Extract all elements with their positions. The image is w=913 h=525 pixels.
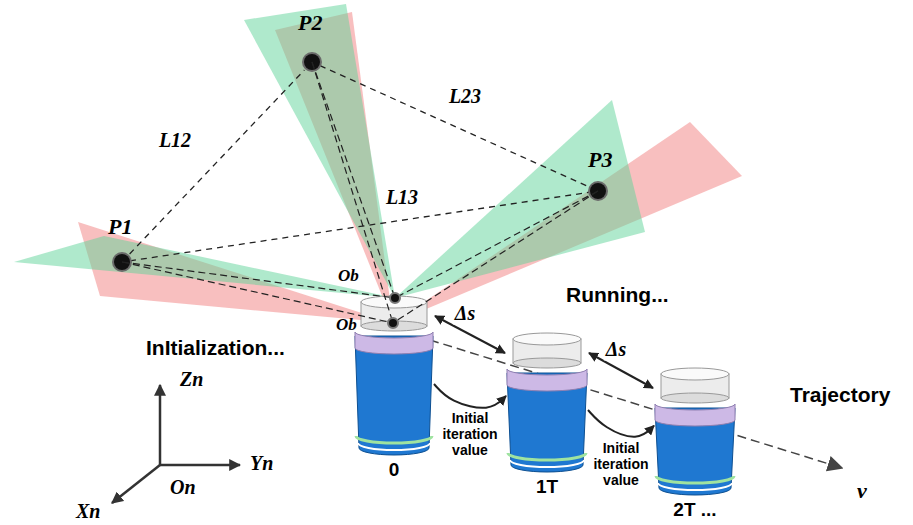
iteration-arrow [588, 410, 654, 437]
axis-label: On [170, 476, 196, 499]
cylinder-band [655, 404, 735, 426]
sight-line [312, 62, 395, 298]
distance-label: L23 [449, 84, 481, 107]
velocity-label: v [857, 478, 867, 504]
target-point: P2 [304, 54, 320, 70]
cylinder-ring [356, 436, 432, 443]
axis-label: Xn [76, 500, 100, 523]
device-node: 2T ... [655, 368, 735, 496]
cylinder-cap [661, 393, 729, 403]
time-label: 0 [355, 459, 433, 481]
cylinder-ring [656, 476, 734, 483]
sight-line [122, 262, 393, 323]
time-label: 1T [507, 476, 587, 498]
sight-line [312, 62, 393, 323]
device-node: 0 [355, 296, 433, 456]
distance-line [130, 70, 305, 254]
cylinder-cap [661, 368, 729, 380]
distance-label: L12 [159, 129, 191, 152]
distance-line [130, 192, 590, 261]
sight-line [122, 262, 395, 298]
iteration-label: Initial iteration value [588, 440, 654, 488]
axis-label: Yn [250, 452, 273, 475]
x-axis [112, 465, 160, 503]
point-label: P1 [108, 214, 132, 240]
iteration-label: Initial iteration value [436, 410, 504, 458]
distance-line [320, 66, 590, 188]
phase-label: Running... [566, 283, 669, 307]
sight-line [395, 191, 598, 298]
cylinder-ring [658, 483, 732, 490]
cylinder-band [355, 332, 433, 354]
cylinder-cap [513, 333, 581, 345]
time-label: 2T ... [655, 499, 735, 521]
axis-label: Zn [180, 368, 203, 391]
y-axis [160, 464, 240, 467]
target-point: P3 [590, 183, 606, 199]
step-label: Δs [453, 301, 477, 324]
view-cone-green [244, 4, 395, 298]
device-cylinder [355, 296, 433, 456]
z-axis [159, 385, 162, 465]
origin-label: Ob [338, 266, 359, 286]
cylinder-cap [361, 321, 427, 331]
iteration-arrow [434, 384, 506, 408]
step-label: Δs [604, 337, 628, 360]
cylinder-cap [361, 296, 427, 308]
cylinder-ring [508, 453, 586, 460]
phase-label: InItialization... [146, 336, 285, 360]
origin-dot [390, 293, 400, 303]
cylinder-cap [513, 358, 581, 368]
point-label: P2 [298, 10, 322, 36]
cylinder-ring [510, 460, 584, 467]
cylinder-ring [358, 443, 430, 450]
device-node: 1T [507, 333, 587, 473]
distance-label: L13 [386, 185, 418, 208]
device-cylinder [507, 333, 587, 473]
device-cylinder [655, 368, 735, 496]
point-label: P3 [588, 147, 612, 173]
view-cone-green [395, 100, 645, 298]
target-point: P1 [114, 254, 130, 270]
view-cone-green [14, 236, 395, 298]
origin-dot [388, 318, 398, 328]
trajectory-label: Trajectory [790, 383, 890, 407]
origin-label: Ob [336, 315, 357, 335]
cylinder-band [507, 369, 587, 391]
